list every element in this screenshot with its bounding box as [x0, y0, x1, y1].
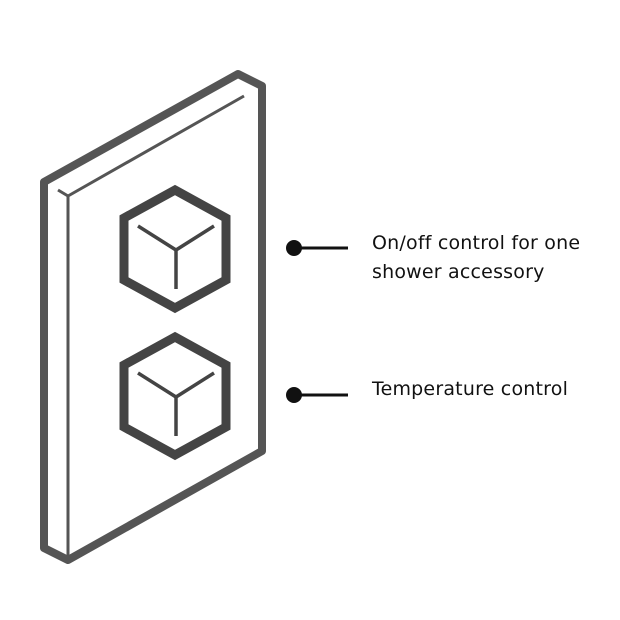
onoff-leader [286, 240, 348, 256]
plate-face-edge [66, 94, 245, 556]
temperature-control-label: Temperature control [372, 378, 569, 400]
temperature-leader [286, 387, 348, 403]
top-knob-hexagon [119, 184, 231, 314]
hexagonal-knob-icon [119, 331, 231, 461]
onoff-control-label-line1: On/off control for one [372, 232, 581, 254]
top-knob-edges [137, 224, 215, 253]
onoff-control-label-line2: shower accessory [372, 261, 545, 283]
bottom-knob-hexagon [119, 331, 231, 461]
plate-outline [40, 70, 266, 564]
hexagonal-knob-icon [119, 184, 231, 314]
shower-valve-plate-icon [40, 70, 266, 564]
bottom-knob-edges [137, 371, 215, 400]
plate-top-bevel [57, 188, 69, 198]
